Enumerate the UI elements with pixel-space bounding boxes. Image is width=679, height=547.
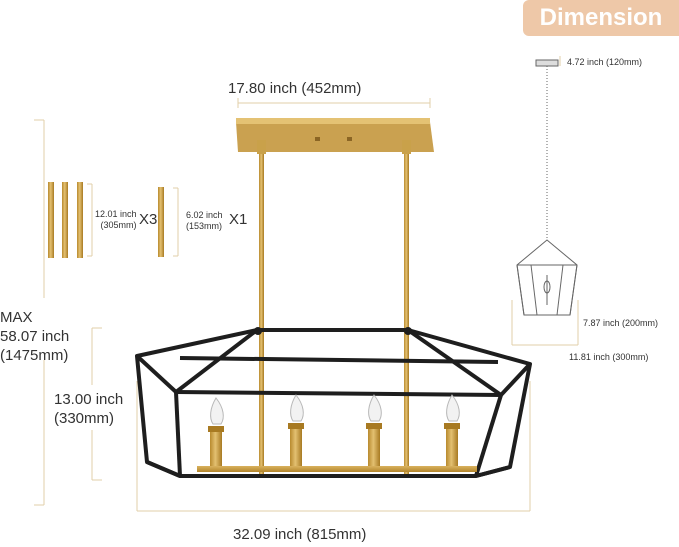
- max-height-inch: 58.07 inch: [0, 328, 70, 345]
- side-view-pendant: [516, 59, 578, 316]
- rod-short-inch: 6.02 inch: [186, 210, 223, 220]
- body-height-inch: 13.00 inch: [54, 391, 124, 408]
- rod-long-qty: X3: [139, 211, 158, 228]
- shade-height-label: 7.87 inch (200mm): [583, 318, 659, 328]
- dimension-badge-label: Dimension: [539, 4, 663, 31]
- max-label: MAX: [0, 309, 33, 326]
- cage-frame: [135, 328, 532, 478]
- right-down-rod: [404, 140, 409, 475]
- dimension-lines: [34, 56, 579, 512]
- max-height-mm: (1475mm): [0, 347, 69, 364]
- rod-long-label: 12.01 inch (305mm): [95, 209, 137, 231]
- body-height-label: 13.00 inch (330mm): [54, 390, 123, 428]
- rod-long-inch: 12.01 inch: [95, 209, 137, 219]
- rod-short-qty: X1: [229, 211, 248, 228]
- rod-short-mm: (153mm): [186, 221, 223, 231]
- rod-long-mm: (305mm): [100, 220, 137, 230]
- bulbs: [208, 394, 460, 466]
- bottom-bar: [197, 466, 477, 472]
- dimension-badge: Dimension: [523, 0, 679, 36]
- ceiling-canopy: [236, 118, 434, 152]
- rod-short-label: 6.02 inch (153mm): [186, 210, 223, 232]
- max-height-label: MAX 58.07 inch (1475mm): [0, 308, 69, 365]
- spare-rods: [48, 182, 164, 258]
- shade-width-label: 11.81 inch (300mm): [569, 352, 649, 362]
- left-down-rod: [259, 140, 264, 475]
- body-height-mm: (330mm): [54, 410, 115, 427]
- top-width-label: 17.80 inch (452mm): [228, 80, 362, 97]
- canopy-size-label: 4.72 inch (120mm): [567, 57, 643, 67]
- bottom-width-label: 32.09 inch (815mm): [233, 526, 367, 543]
